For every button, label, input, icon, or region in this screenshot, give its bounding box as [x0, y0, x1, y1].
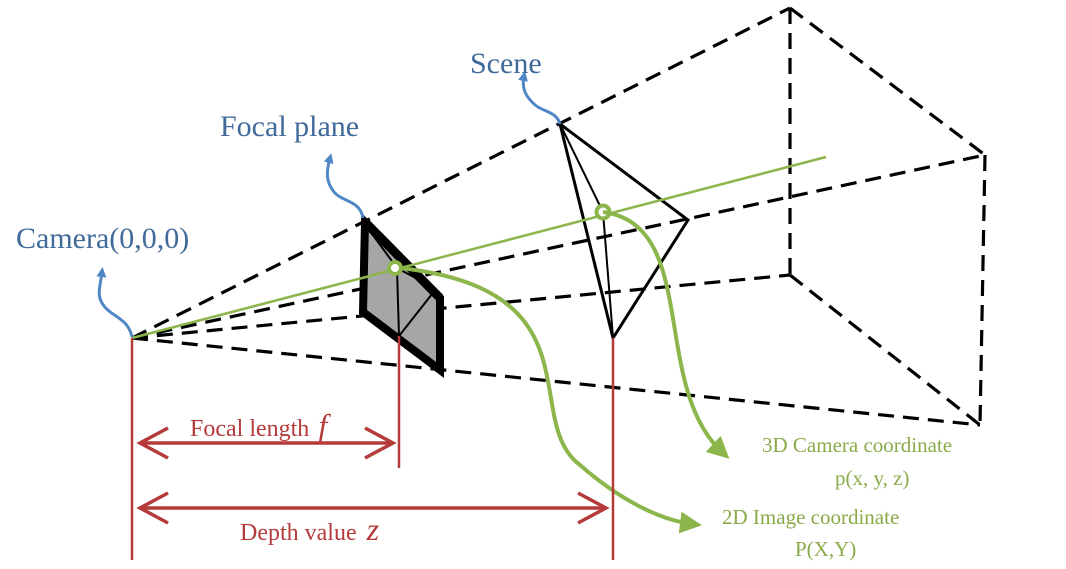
frustum-edge-top [131, 6, 791, 340]
frustum-edge-upper-right [131, 153, 986, 340]
focal-plane-pointer-arrow [323, 153, 365, 219]
view-frustum [131, 6, 987, 427]
image-coordinate-title: 2D Image coordinate [722, 505, 899, 529]
scene-label: Scene [470, 47, 542, 80]
frustum-edge-bottom [131, 336, 981, 427]
camera-pointer-arrow [96, 267, 134, 338]
camera-coordinate-value: p(x, y, z) [835, 466, 909, 490]
focal-plane-shape [358, 212, 444, 379]
far-plane-top [789, 6, 986, 157]
image-coordinate-callout-arrow [399, 266, 702, 534]
scene-pointer-arrow [518, 71, 562, 125]
camera-coordinate-title: 3D Camera coordinate [762, 433, 952, 457]
camera-label: Camera(0,0,0) [16, 222, 189, 255]
far-plane-bottom [789, 273, 981, 427]
dimension-lines [130, 336, 615, 560]
camera-coordinate-callout-arrow [602, 210, 730, 459]
depth-value-label: Depth value z [240, 511, 380, 547]
depth-value-text: Depth value [240, 520, 357, 546]
depth-dimension-arrow [136, 491, 610, 525]
depth-value-symbol: z [366, 511, 380, 547]
frustum-edge-hidden [131, 273, 791, 340]
far-plane-right [978, 154, 987, 426]
focal-plane-label: Focal plane [220, 110, 359, 143]
image-coordinate-value: P(X,Y) [795, 537, 856, 561]
image-point-marker [387, 260, 403, 276]
optical-ray [131, 155, 827, 340]
focal-length-text: Focal length [190, 416, 309, 442]
scene-object [557, 120, 691, 342]
focal-length-symbol: f [318, 407, 331, 443]
focal-length-dimension-arrow [136, 426, 397, 460]
focal-length-label: Focal length f [190, 407, 331, 443]
